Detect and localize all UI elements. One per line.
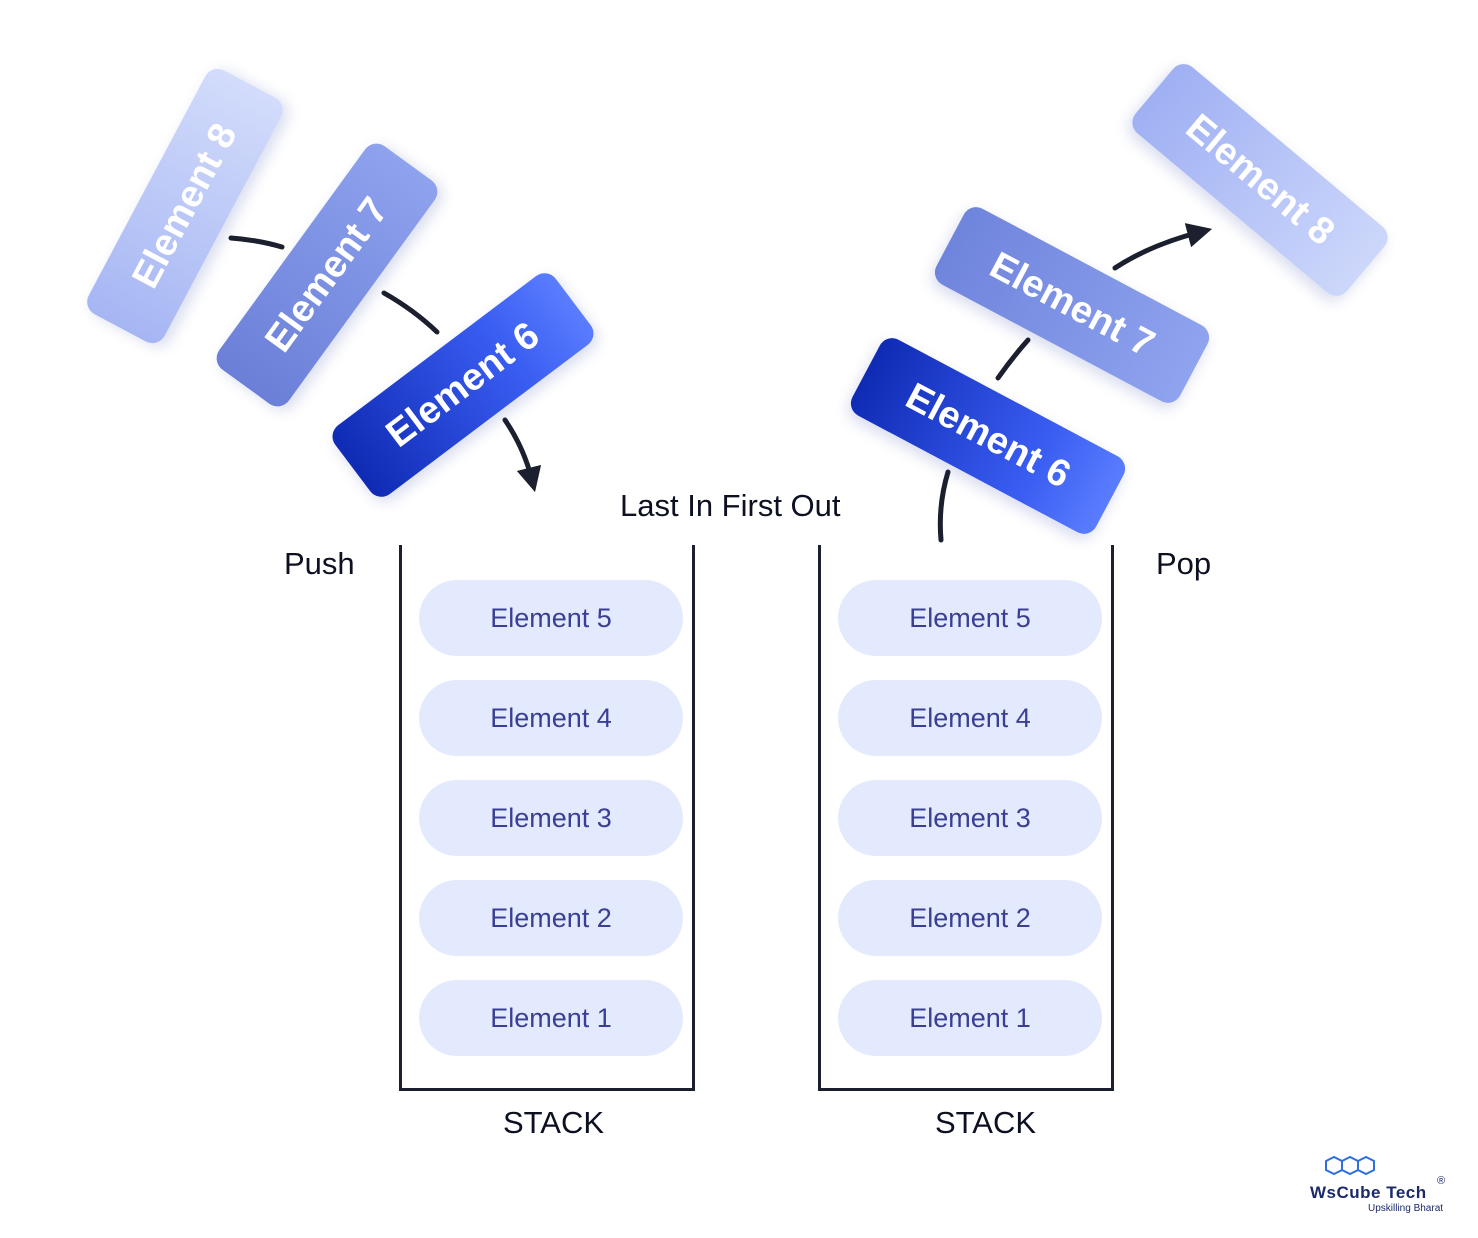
- pop-label: Pop: [1156, 546, 1212, 581]
- wscube-tech-logo: WsCube Tech ® Upskilling Bharat: [1300, 1155, 1450, 1215]
- connector-push-7-6: [381, 290, 440, 335]
- pop-stack-slot: Element 2: [838, 880, 1102, 956]
- pop-stack-slot: Element 3: [838, 780, 1102, 856]
- push-stack-slot: Element 2: [419, 880, 683, 956]
- pop-stack-container: [818, 545, 1114, 1091]
- push-stack-caption: STACK: [503, 1105, 605, 1140]
- logo-tagline: Upskilling Bharat: [1368, 1203, 1444, 1214]
- pop-arrow: [1112, 223, 1213, 271]
- connector-push-8-7: [228, 235, 285, 250]
- push-stack-container: [399, 545, 695, 1091]
- diagram-title: Last In First Out: [620, 488, 841, 523]
- push-stack-slot: Element 5: [419, 580, 683, 656]
- push-stack-slot: Element 4: [419, 680, 683, 756]
- logo-registered-mark: ®: [1437, 1175, 1446, 1187]
- push-arrow: [502, 417, 542, 493]
- connector-pop-6-7: [995, 337, 1031, 381]
- push-label: Push: [284, 546, 355, 581]
- pop-stack-caption: STACK: [935, 1105, 1037, 1140]
- pop-stack-slot: Element 1: [838, 980, 1102, 1056]
- push-stack-slot: Element 3: [419, 780, 683, 856]
- hexagon-logo-icon: [1325, 1155, 1375, 1176]
- pop-connector-base: [937, 469, 951, 543]
- pop-stack-slot: Element 4: [838, 680, 1102, 756]
- pop-stack-slot: Element 5: [838, 580, 1102, 656]
- push-stack-slot: Element 1: [419, 980, 683, 1056]
- logo-name: WsCube Tech: [1310, 1183, 1427, 1202]
